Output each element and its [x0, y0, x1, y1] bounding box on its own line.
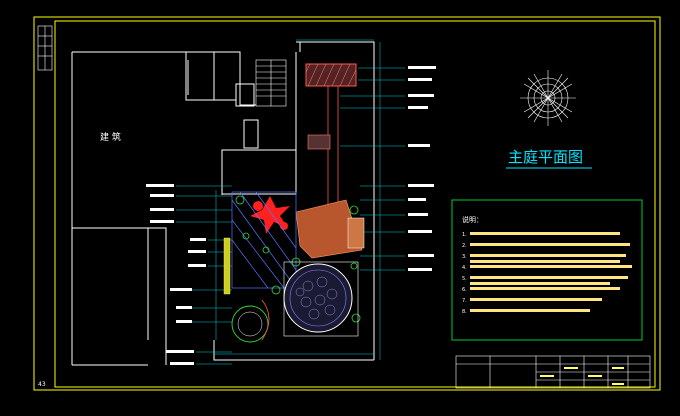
- round-pavilion-plan-symbol: [520, 70, 576, 126]
- right-leader-lines: [340, 67, 405, 271]
- building-outline: [71, 51, 259, 366]
- note-item: 3.: [462, 254, 467, 260]
- notes-list: 1. 2. 3. 4. 5. 6. 7. 8.: [462, 232, 467, 315]
- title-block-text-marks: [540, 367, 624, 385]
- entrance-hatch: [305, 63, 357, 87]
- drawing-title: 主庭平面图: [508, 148, 583, 166]
- dimension-lines: [214, 39, 381, 360]
- notes-text-lines: [470, 232, 632, 312]
- building-label: 建 筑: [100, 131, 121, 143]
- title-block: [455, 355, 651, 389]
- wood-deck-paving: [295, 199, 365, 259]
- note-item: 1.: [462, 232, 467, 238]
- small-round-planter: [231, 299, 270, 343]
- note-item: 5.: [462, 276, 467, 282]
- sheet-number: 43: [38, 381, 46, 388]
- notes-panel: [451, 199, 643, 341]
- note-item: 6.: [462, 287, 467, 293]
- stair-symbol: [255, 59, 287, 107]
- blue-planting-zone: [231, 191, 297, 289]
- note-item: 4.: [462, 265, 467, 271]
- circular-paved-plaza: [283, 263, 353, 333]
- stepping-strip: [307, 134, 331, 150]
- left-leader-text-marks: [146, 184, 206, 365]
- note-item: 8.: [462, 309, 467, 315]
- yellow-hedge: [223, 237, 231, 295]
- left-leader-lines: [176, 185, 232, 365]
- drawing-outer-frame: [33, 16, 661, 391]
- right-leader-text-marks: [408, 66, 436, 271]
- note-item: 2.: [462, 243, 467, 249]
- binding-strip: [37, 25, 53, 71]
- red-star-planting: [250, 196, 290, 234]
- plaza-enclosure: [283, 261, 359, 337]
- drawing-inner-frame: [54, 20, 656, 388]
- green-shrubs: [235, 195, 361, 323]
- courtyard-walls: [213, 41, 375, 361]
- note-item: 7.: [462, 298, 467, 304]
- notes-heading: 说明：: [462, 215, 483, 224]
